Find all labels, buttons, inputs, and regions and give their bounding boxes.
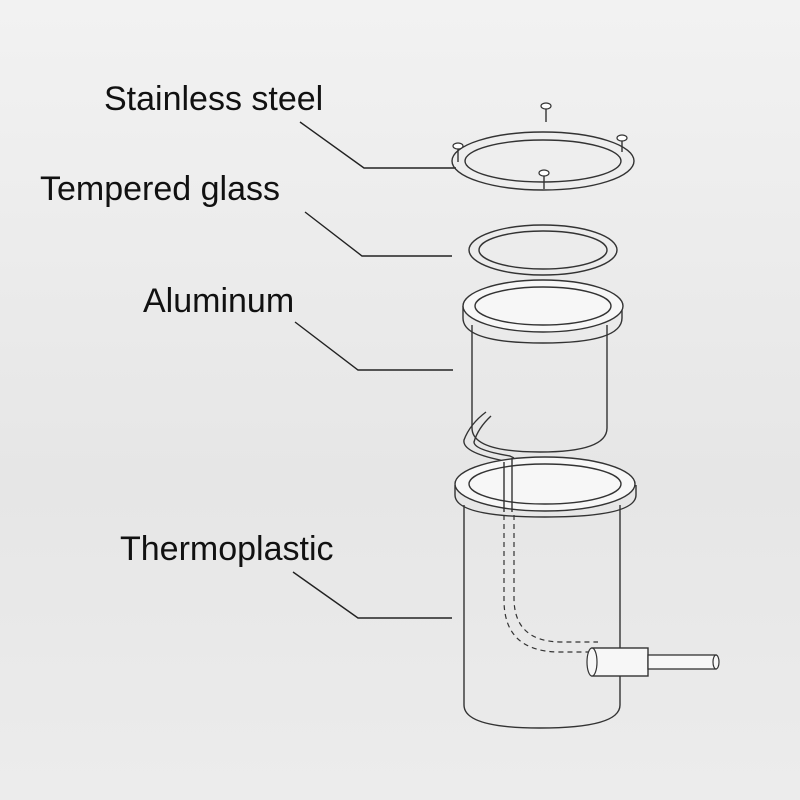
aluminum-cup (462, 279, 624, 463)
leader-aluminum (294, 321, 453, 371)
leader-thermoplastic (292, 571, 452, 619)
label-thermoplastic: Thermoplastic (120, 530, 334, 568)
label-stainless-steel: Stainless steel (104, 80, 323, 118)
screw-icon (540, 102, 552, 122)
screw-icon (452, 142, 464, 162)
tempered-glass-disc (468, 224, 618, 276)
screw-icon (616, 134, 628, 152)
stainless-steel-ring (451, 102, 635, 191)
screw-icon (538, 169, 550, 189)
label-aluminum: Aluminum (143, 282, 294, 320)
label-tempered-glass: Tempered glass (40, 170, 280, 208)
leader-stainless-steel (299, 121, 456, 169)
cable-connector (586, 647, 720, 677)
thermoplastic-housing (454, 456, 720, 729)
leader-tempered-glass (304, 211, 452, 257)
